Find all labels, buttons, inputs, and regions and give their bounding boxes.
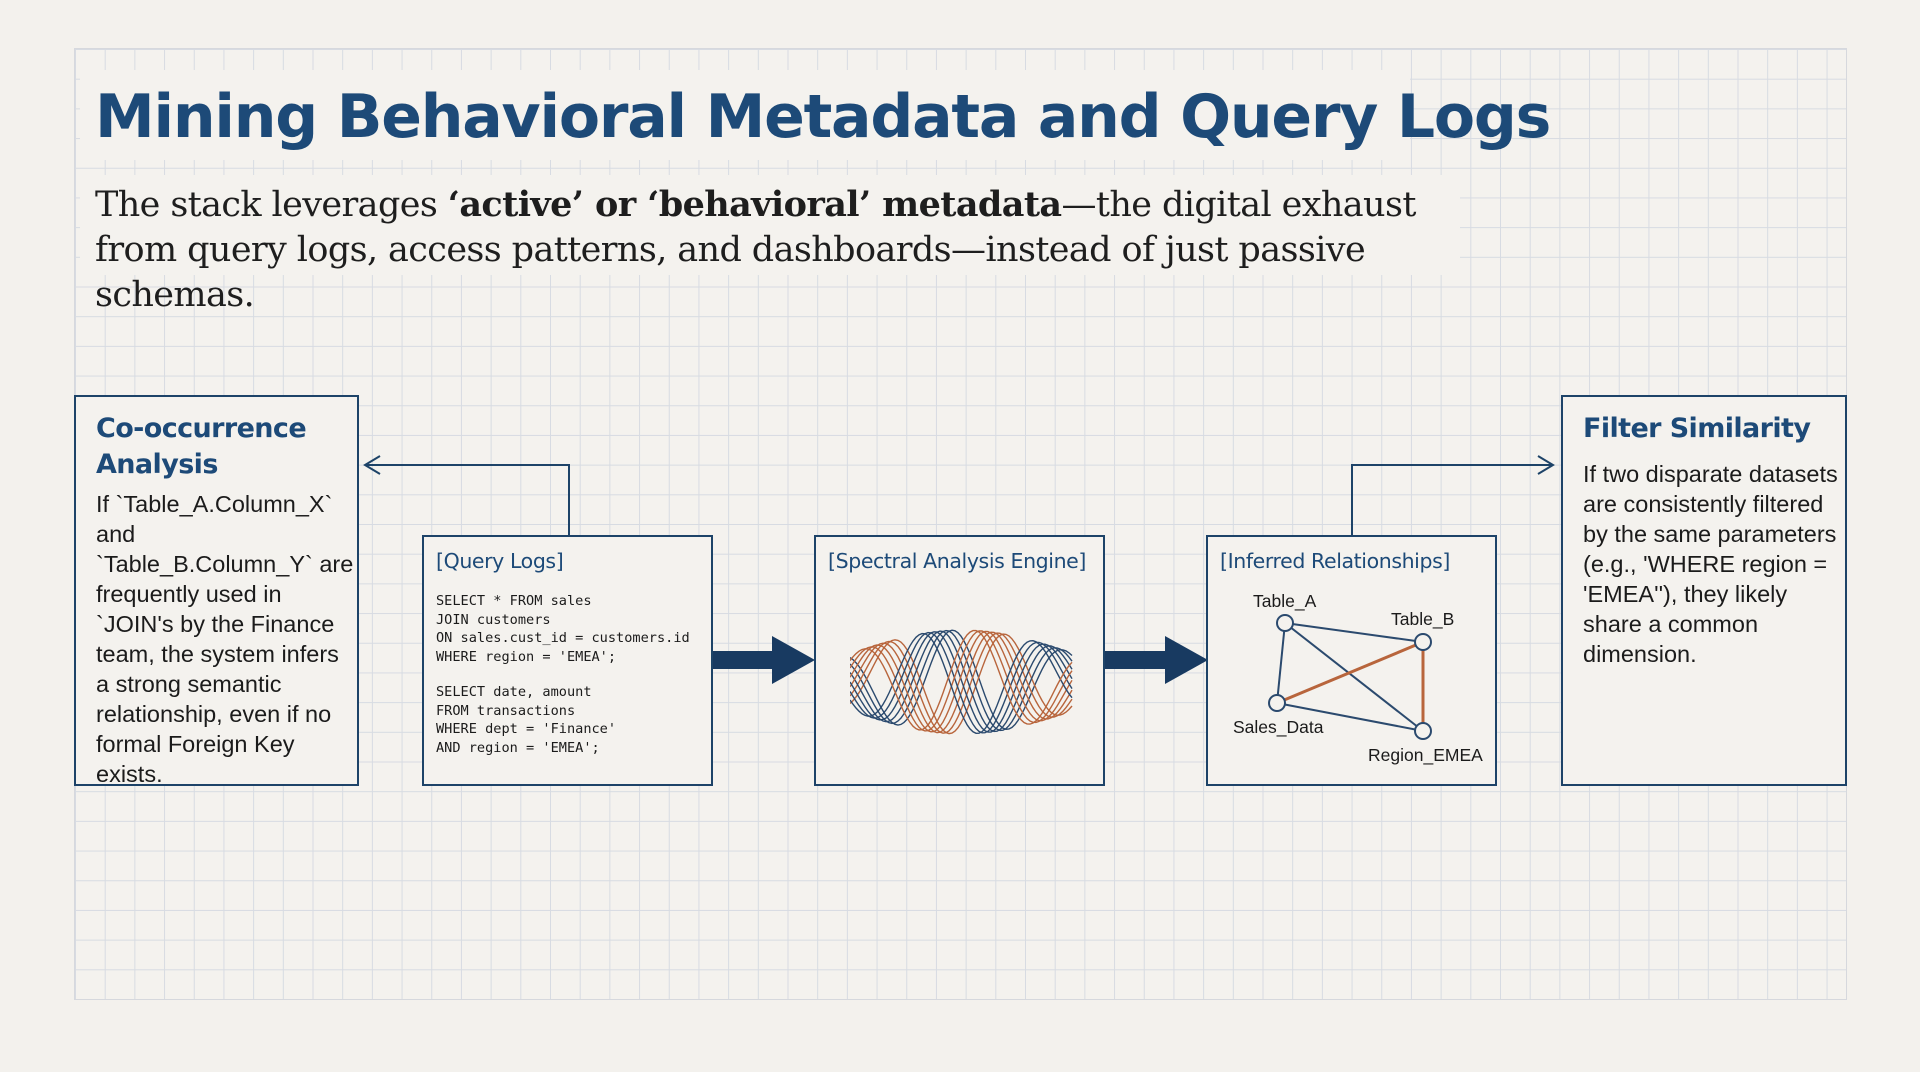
- wave-strand-copper: [850, 632, 1073, 734]
- node-table-b: [1414, 633, 1432, 651]
- subtitle-emphasis: ‘active’ or ‘behavioral’ metadata: [447, 184, 1062, 225]
- cooccurrence-panel: Co-occurrence Analysis If `Table_A.Colum…: [74, 395, 359, 787]
- node-table-a: [1276, 614, 1294, 632]
- node-label-table-b: Table_B: [1391, 609, 1455, 629]
- arrowhead-cooccurrence: [363, 455, 381, 475]
- wave-strand-navy: [850, 631, 1073, 733]
- inferred-relationships-box: [Inferred Relationships] Table_A Table_B…: [1206, 535, 1497, 786]
- edge-tablea-tableb: [1284, 622, 1424, 643]
- sql-query-2: SELECT date, amount FROM transactions WH…: [436, 684, 617, 756]
- query-logs-title: [Query Logs]: [436, 549, 564, 573]
- inferred-relationships-title: [Inferred Relationships]: [1220, 549, 1450, 573]
- subtitle-backdrop: [80, 175, 1460, 275]
- node-label-region-emea: Region_EMEA: [1368, 745, 1483, 765]
- wave-strand-navy: [850, 631, 1073, 734]
- connector-to-filter-similarity: [1351, 464, 1553, 535]
- page-title: Mining Behavioral Metadata and Query Log…: [95, 82, 1551, 152]
- spectral-waveform: [850, 629, 1073, 735]
- edge-salesdata-tableb: [1276, 640, 1424, 705]
- spectral-engine-title: [Spectral Analysis Engine]: [828, 549, 1086, 573]
- wave-strand-copper: [850, 630, 1073, 733]
- sql-query-1: SELECT * FROM sales JOIN customers ON sa…: [436, 593, 690, 665]
- title-backdrop: [80, 70, 1410, 160]
- spectral-engine-box: [Spectral Analysis Engine]: [814, 535, 1105, 786]
- node-sales-data: [1268, 694, 1286, 712]
- arrowhead-filter-similarity: [1537, 455, 1555, 475]
- node-label-table-a: Table_A: [1253, 591, 1317, 611]
- filter-similarity-title: Filter Similarity: [1583, 413, 1811, 444]
- node-label-sales-data: Sales_Data: [1233, 717, 1324, 737]
- flow-arrow-1-head: [772, 636, 815, 684]
- subtitle-text-end: —the digital exhaust from query logs, ac…: [95, 185, 1416, 315]
- relationship-graph: [1268, 614, 1432, 740]
- query-logs-box: [Query Logs] SELECT * FROM sales JOIN cu…: [422, 535, 713, 786]
- wave-strand-copper: [850, 629, 1073, 731]
- wave-strand-navy: [850, 630, 1073, 733]
- node-region-emea: [1414, 722, 1432, 740]
- cooccurrence-body: If `Table_A.Column_X` and `Table_B.Colum…: [96, 491, 354, 787]
- flow-arrow-2-shaft: [1104, 651, 1167, 669]
- subtitle-text: The stack leverages: [95, 185, 448, 225]
- subtitle: The stack leverages ‘active’ or ‘behavio…: [95, 182, 1455, 318]
- wave-strand-copper: [850, 631, 1073, 734]
- flow-arrow-1-shaft: [712, 651, 774, 669]
- connector-to-cooccurrence: [365, 464, 570, 535]
- filter-similarity-body: If two disparate datasets are consistent…: [1583, 461, 1838, 667]
- edge-salesdata-regionemea: [1276, 702, 1424, 732]
- cooccurrence-title: Co-occurrence Analysis: [96, 413, 307, 480]
- wave-strand-navy: [850, 632, 1073, 735]
- edge-tablea-salesdata: [1276, 622, 1286, 704]
- flow-arrow-2-head: [1165, 636, 1208, 684]
- filter-similarity-panel: Filter Similarity If two disparate datas…: [1561, 395, 1847, 786]
- edge-tablea-regionemea: [1284, 622, 1424, 732]
